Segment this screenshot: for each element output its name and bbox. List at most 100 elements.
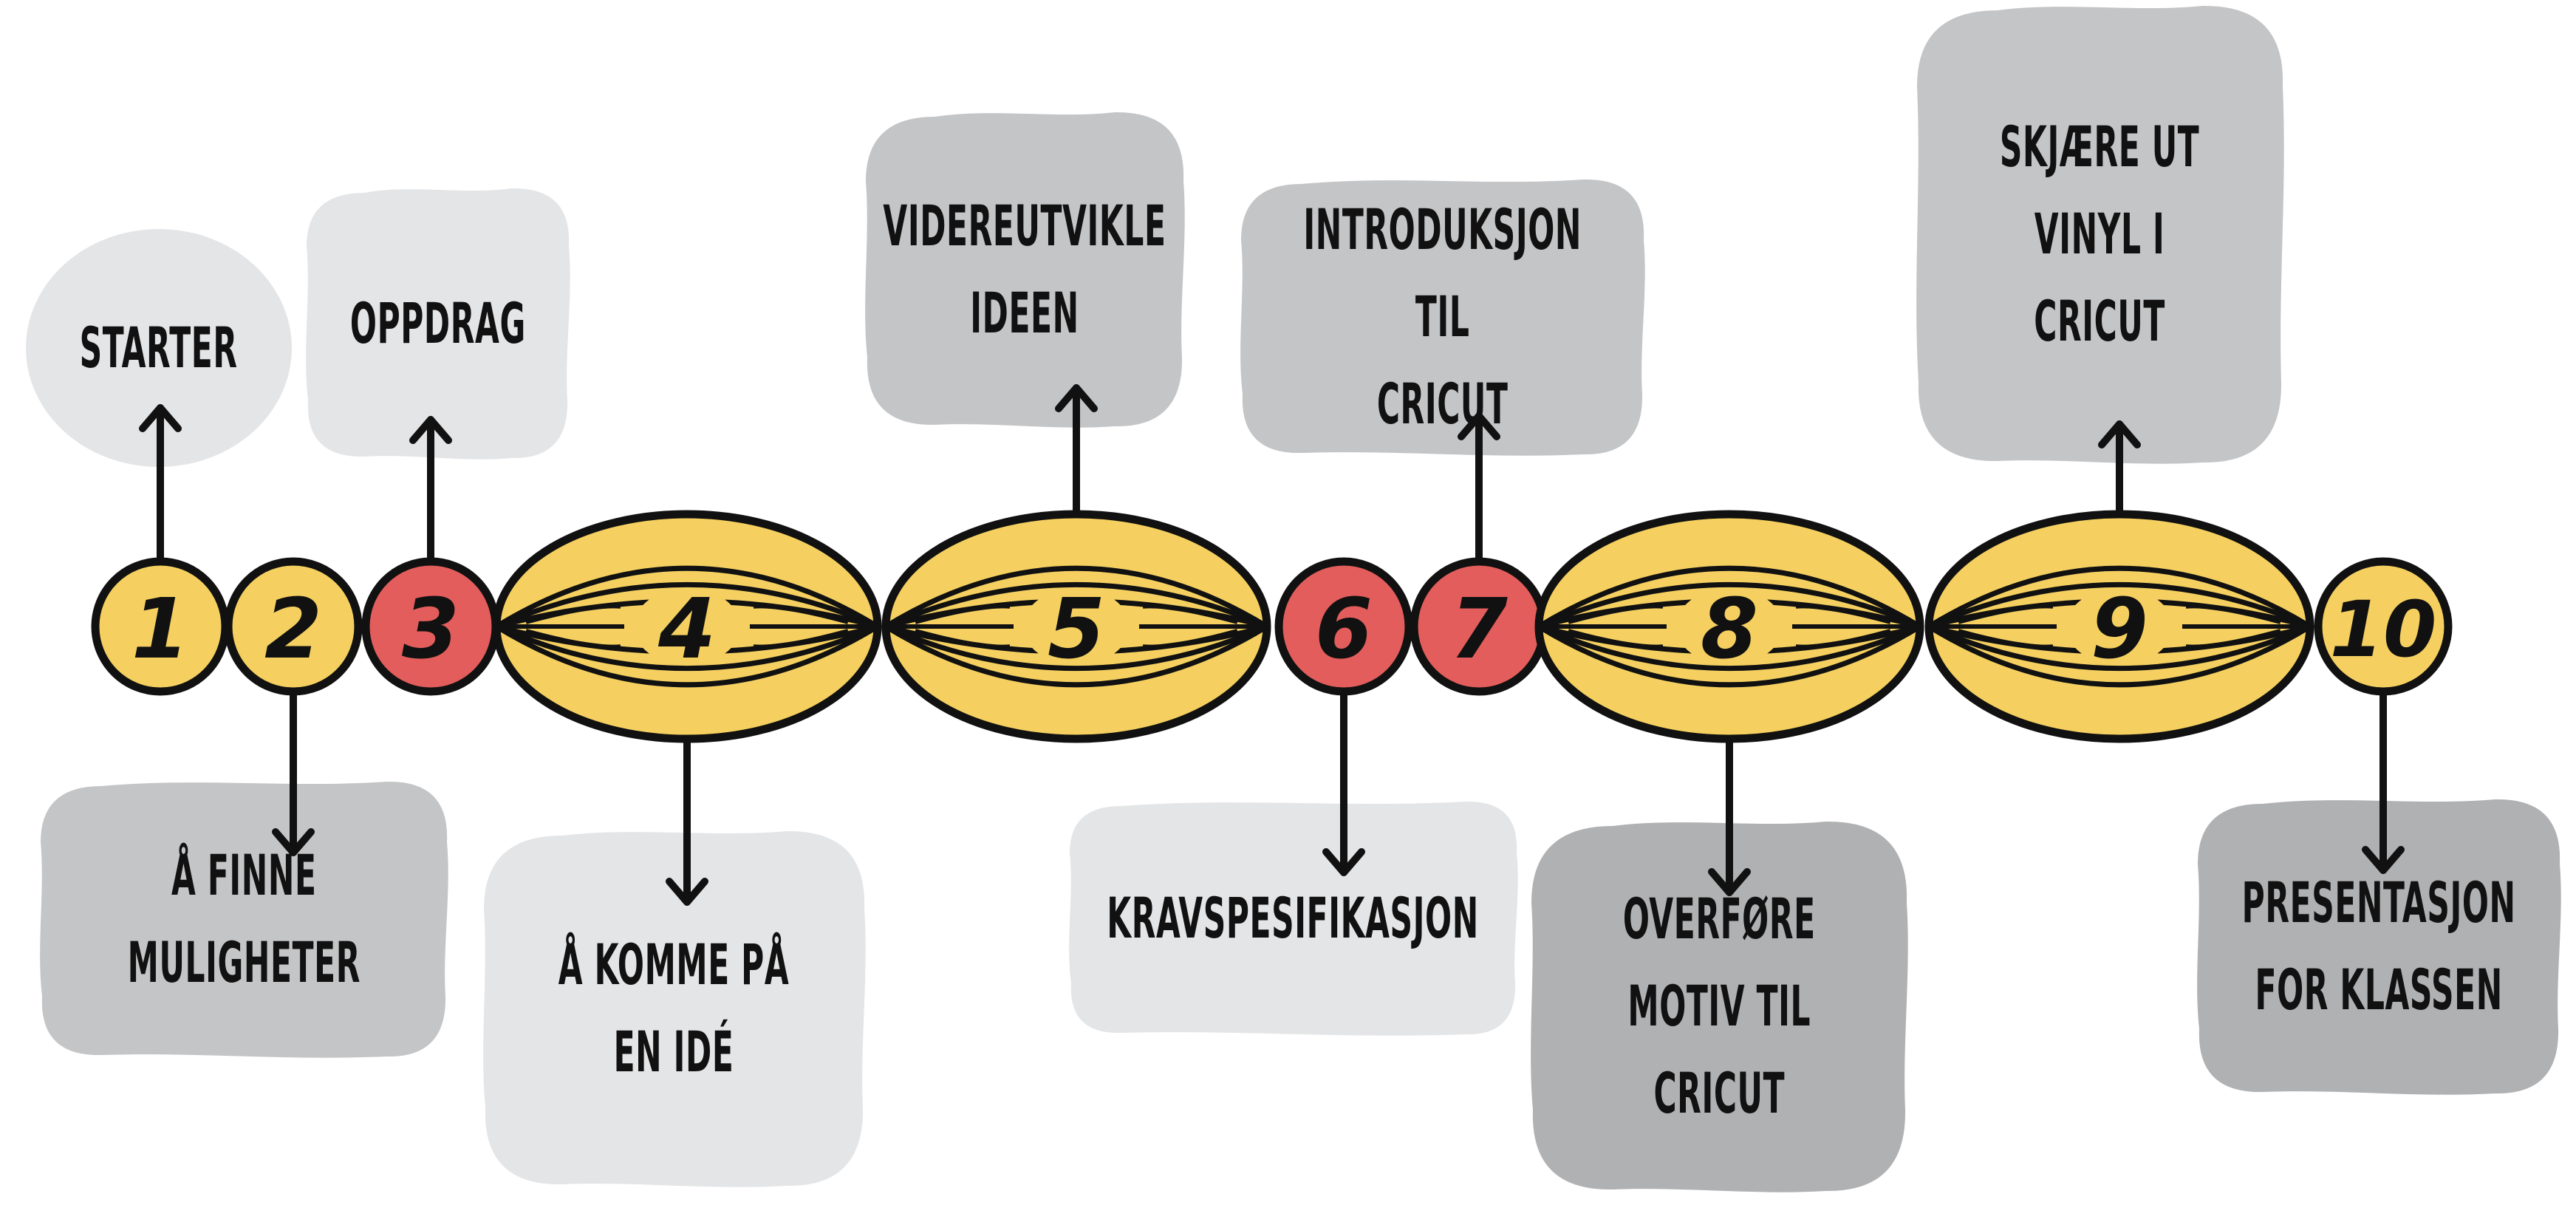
step-9-arrow-head <box>2098 420 2141 448</box>
step-7-label-line: Cricut <box>1376 370 1509 437</box>
step-3-number: 3 <box>402 581 459 677</box>
step-7-number: 7 <box>1450 581 1508 677</box>
step-10-arrow-head <box>2362 846 2405 874</box>
step-2-label-text: Å finnemuligheter <box>127 832 360 1006</box>
step-4-label-text: Å komme påen idé <box>558 921 790 1096</box>
step-8-node: 8 <box>1534 510 1924 743</box>
step-8-lens-line <box>1537 565 1921 629</box>
step-8-lens-line <box>1537 624 1921 688</box>
step-4-arrow-head <box>666 878 708 906</box>
step-3-node: 3 <box>361 557 500 696</box>
step-7-label-text: Introduksjon tilCricut <box>1303 186 1582 447</box>
step-6-arrow-head <box>1322 848 1365 876</box>
step-5-lens-line <box>884 624 1268 688</box>
step-8-label-line: Cricut <box>1653 1059 1785 1126</box>
step-7-node: 7 <box>1410 557 1548 696</box>
step-9-node: 9 <box>1924 510 2314 743</box>
step-8-label: Overføre motiv tilCricut <box>1531 822 1907 1191</box>
step-10-label: Presentasjon for klassen <box>2198 799 2560 1093</box>
step-5-label-text: Videreutvikle ideen <box>883 182 1166 357</box>
step-8-arrow-head <box>1708 868 1751 896</box>
step-2-label: Å finnemuligheter <box>41 782 447 1057</box>
step-9-label-line: vinyl i <box>2035 201 2165 267</box>
step-5-lens-line <box>915 604 1011 624</box>
step-10-circle <box>2314 557 2453 696</box>
step-6-label-line: Kravspesifikasjon <box>1107 884 1480 951</box>
step-5-label-box <box>865 112 1185 428</box>
step-1-number: 1 <box>131 581 189 677</box>
step-4-lens-line <box>495 624 879 688</box>
step-5-label: Videreutvikle ideen <box>866 112 1183 426</box>
step-9-lens-line <box>1927 624 2312 688</box>
step-8-label-line: Overføre <box>1622 886 1816 952</box>
step-10-label-box <box>2197 799 2561 1095</box>
step-4-lens-line <box>525 629 621 649</box>
step-9-label-line: Skjære ut <box>2000 114 2200 180</box>
step-1-node: 1 <box>91 557 230 696</box>
step-1-label-line: Starter <box>79 315 239 381</box>
step-7-label-box <box>1240 179 1645 456</box>
step-5-lens-line <box>884 565 1268 629</box>
step-9-label-line: Cricut <box>2034 287 2166 354</box>
step-7-label: Introduksjon tilCricut <box>1241 180 1644 454</box>
step-5-label-line: ideen <box>970 279 1079 346</box>
step-3-label-line: Oppdrag <box>349 290 526 356</box>
step-4-lens-line <box>525 604 621 624</box>
label-boxes-layer <box>26 5 2561 1192</box>
step-7-arrow-head <box>1458 412 1500 440</box>
step-5-label-line: Videreutvikle <box>883 192 1166 259</box>
step-5-lens-line <box>915 629 1011 649</box>
step-2-number: 2 <box>264 581 322 677</box>
step-8-label-text: Overføre motiv tilCricut <box>1623 875 1816 1136</box>
step-9-lens-line <box>2185 629 2281 649</box>
step-9-lens-line <box>1927 581 2312 629</box>
step-6-label-box <box>1069 801 1518 1036</box>
step-8-label-box <box>1531 821 1908 1192</box>
step-8-lens-line <box>1795 604 1891 624</box>
step-8-lens-line <box>1537 624 1921 672</box>
step-5-lens-line <box>884 581 1268 629</box>
step-9-number: 9 <box>2091 581 2148 677</box>
step-5-number-pad <box>1023 588 1130 665</box>
step-5-arrow-head <box>1055 384 1098 412</box>
step-9-lens-line <box>1958 604 2054 624</box>
step-8-lens-line <box>1568 629 1664 649</box>
step-10-label-line: Presentasjon <box>2241 870 2516 936</box>
step-1-label: Starter <box>26 229 292 467</box>
step-5-node: 5 <box>881 510 1271 743</box>
step-9-lens-line <box>1927 565 2312 629</box>
step-9-label-box <box>1916 5 2284 464</box>
step-3-label-text: Oppdrag <box>350 280 526 367</box>
step-4-node: 4 <box>492 510 882 743</box>
step-8-label-line: motiv til <box>1627 973 1811 1040</box>
step-5-number: 5 <box>1048 581 1105 677</box>
step-4-label-line: Å komme på <box>558 932 790 998</box>
step-6-node: 6 <box>1274 557 1413 696</box>
step-6-number: 6 <box>1315 581 1373 677</box>
step-9-label-text: Skjære ut vinyl i Cricut <box>2000 103 2199 364</box>
step-4-label: Å komme påen idé <box>484 831 864 1186</box>
step-10-number: 10 <box>2330 584 2437 675</box>
step-5-lens-line <box>884 624 1268 672</box>
step-4-lens-line <box>495 624 879 672</box>
step-6-circle <box>1274 557 1413 696</box>
step-9-number-pad <box>2066 588 2173 665</box>
step-4-lens-line <box>495 581 879 629</box>
step-2-circle <box>224 557 363 696</box>
step-5-lens-line <box>1142 629 1238 649</box>
step-3-label: Oppdrag <box>307 188 569 458</box>
step-9-lens-line <box>1958 629 2054 649</box>
step-2-arrow-head <box>272 828 315 856</box>
step-6-label: Kravspesifikasjon <box>1070 802 1517 1034</box>
step-3-label-box <box>306 188 570 460</box>
step-5-lens-line <box>1142 604 1238 624</box>
step-9-lens-line <box>1927 624 2312 672</box>
step-8-lens-line <box>1537 581 1921 629</box>
step-10-label-line: for klassen <box>2255 957 2503 1023</box>
step-8-number-pad <box>1676 588 1783 665</box>
step-8-lens-line <box>1568 604 1664 624</box>
step-1-label-box <box>26 229 292 467</box>
step-7-label-line: Introduksjon til <box>1303 197 1582 350</box>
